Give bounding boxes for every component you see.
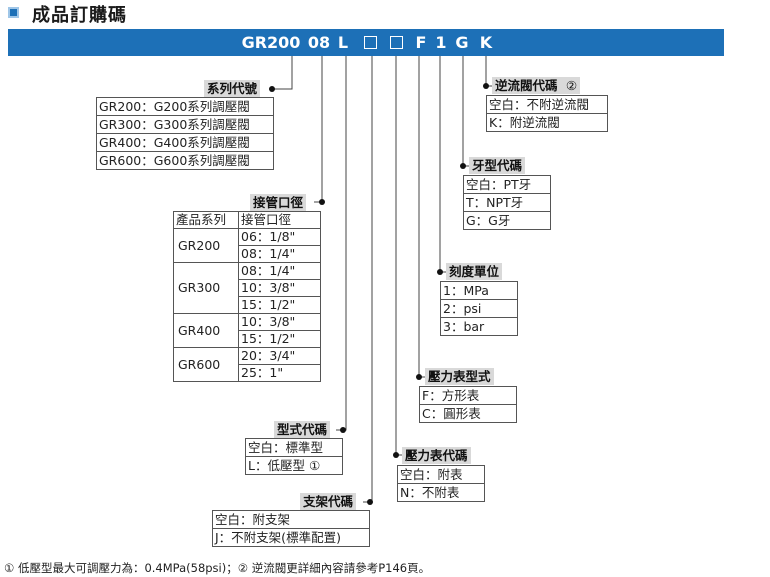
connector-dot bbox=[269, 86, 275, 92]
code-thread: G bbox=[455, 33, 469, 52]
thread-option: 空白：PT牙 bbox=[466, 177, 532, 192]
connector-dot bbox=[319, 199, 325, 205]
thread-option: G：G牙 bbox=[464, 211, 550, 229]
port-series-cell: GR600 bbox=[173, 347, 239, 382]
title-square-icon bbox=[8, 7, 19, 18]
port-size-cell: 10：3/8" bbox=[238, 313, 321, 331]
series-box: GR200：G200系列調壓閥 GR300：G300系列調壓閥 GR400：G4… bbox=[96, 97, 274, 170]
scale-option: 2：psi bbox=[441, 299, 517, 317]
code-scale: 1 bbox=[435, 33, 447, 52]
gauge-type-box: F：方形表 C：圓形表 bbox=[419, 386, 517, 423]
order-code-bar: GR200 08 L F 1 G K bbox=[8, 29, 724, 56]
connector-dot bbox=[460, 163, 466, 169]
connector-dot bbox=[416, 374, 422, 380]
port-series-cell: GR200 bbox=[173, 228, 239, 263]
connector-bracket bbox=[363, 56, 373, 503]
footnote: ① 低壓型最大可調壓力為：0.4MPa(58psi)；② 逆流閥更詳細內容請參考… bbox=[4, 561, 431, 575]
bracket-box: 空白：附支架 J：不附支架(標準配置) bbox=[212, 510, 370, 547]
code-check-valve: K bbox=[479, 33, 493, 52]
connector-dot bbox=[393, 452, 399, 458]
gauge-type-option: C：圓形表 bbox=[420, 404, 516, 422]
bracket-title: 支架代碼 bbox=[300, 493, 357, 510]
type-code-option: 空白：標準型 bbox=[248, 440, 324, 455]
connector-dot bbox=[340, 427, 346, 433]
connector-dot bbox=[483, 83, 489, 89]
port-size-cell: 15：1/2" bbox=[238, 296, 321, 314]
connector-gauge-type bbox=[418, 56, 425, 378]
connector-scale bbox=[439, 56, 446, 273]
code-series: GR200 bbox=[241, 33, 301, 52]
gauge-title: 壓力表代碼 bbox=[402, 447, 471, 464]
thread-title: 牙型代碼 bbox=[469, 157, 526, 174]
series-title: 系列代號 bbox=[204, 80, 261, 97]
port-size-cell: 06：1/8" bbox=[238, 228, 321, 246]
port-header-size: 接管口徑 bbox=[238, 211, 321, 229]
port-series-cell: GR400 bbox=[173, 313, 239, 348]
port-size-cell: 25：1" bbox=[238, 364, 321, 382]
type-code-title: 型式代碼 bbox=[274, 421, 331, 438]
connector-thread bbox=[462, 56, 469, 167]
type-code-option: L：低壓型 ① bbox=[246, 456, 342, 474]
connector-type bbox=[336, 56, 347, 431]
thread-option: T：NPT牙 bbox=[464, 193, 550, 211]
series-option: GR400：G400系列調壓閥 bbox=[97, 133, 273, 151]
gauge-type-title: 壓力表型式 bbox=[425, 368, 494, 385]
code-type: L bbox=[337, 33, 349, 52]
connector-dot bbox=[367, 499, 373, 505]
scale-option: 3：bar bbox=[441, 317, 517, 335]
connector-series bbox=[272, 56, 293, 90]
page-title: 成品訂購碼 bbox=[32, 5, 127, 26]
port-size-cell: 10：3/8" bbox=[238, 279, 321, 297]
code-port: 08 bbox=[307, 33, 331, 52]
check-valve-box: 空白：不附逆流閥 K：附逆流閥 bbox=[486, 95, 608, 132]
port-series-cell: GR300 bbox=[173, 262, 239, 314]
type-code-box: 空白：標準型 L：低壓型 ① bbox=[245, 438, 343, 475]
bracket-option: J：不附支架(標準配置) bbox=[213, 528, 369, 546]
thread-box: 空白：PT牙 T：NPT牙 G：G牙 bbox=[463, 175, 551, 230]
connector-gauge bbox=[395, 56, 404, 456]
gauge-type-option: F：方形表 bbox=[422, 388, 480, 403]
scale-title: 刻度單位 bbox=[446, 263, 503, 280]
connector-port bbox=[314, 56, 323, 203]
check-valve-option: 空白：不附逆流閥 bbox=[489, 97, 590, 112]
gauge-option: N：不附表 bbox=[398, 483, 484, 501]
port-size-cell: 20：3/4" bbox=[238, 347, 321, 365]
port-title: 接管口徑 bbox=[250, 194, 307, 211]
check-valve-title-text: 逆流閥代碼 bbox=[495, 78, 558, 93]
port-table: 產品系列 接管口徑 GR200 06：1/8" 08：1/4" GR300 08… bbox=[173, 211, 321, 382]
port-size-cell: 08：1/4" bbox=[238, 245, 321, 263]
scale-option: 1：MPa bbox=[443, 283, 489, 298]
port-header-series: 產品系列 bbox=[173, 211, 239, 229]
scale-box: 1：MPa 2：psi 3：bar bbox=[440, 281, 518, 336]
code-bracket-placeholder-box bbox=[364, 36, 377, 49]
port-size-cell: 15：1/2" bbox=[238, 330, 321, 348]
series-option: GR600：G600系列調壓閥 bbox=[97, 151, 273, 169]
check-valve-note-marker: ② bbox=[565, 78, 578, 93]
series-option: GR300：G300系列調壓閥 bbox=[97, 115, 273, 133]
code-gauge-type: F bbox=[415, 33, 427, 52]
connector-dot bbox=[437, 269, 443, 275]
gauge-option: 空白：附表 bbox=[400, 467, 463, 482]
bracket-option: 空白：附支架 bbox=[215, 512, 291, 527]
series-option: GR200：G200系列調壓閥 bbox=[99, 99, 250, 114]
port-size-cell: 08：1/4" bbox=[238, 262, 321, 280]
check-valve-option: K：附逆流閥 bbox=[487, 113, 607, 131]
code-gauge-placeholder-box bbox=[390, 36, 403, 49]
gauge-box: 空白：附表 N：不附表 bbox=[397, 465, 485, 502]
check-valve-title: 逆流閥代碼 ② bbox=[492, 77, 581, 94]
